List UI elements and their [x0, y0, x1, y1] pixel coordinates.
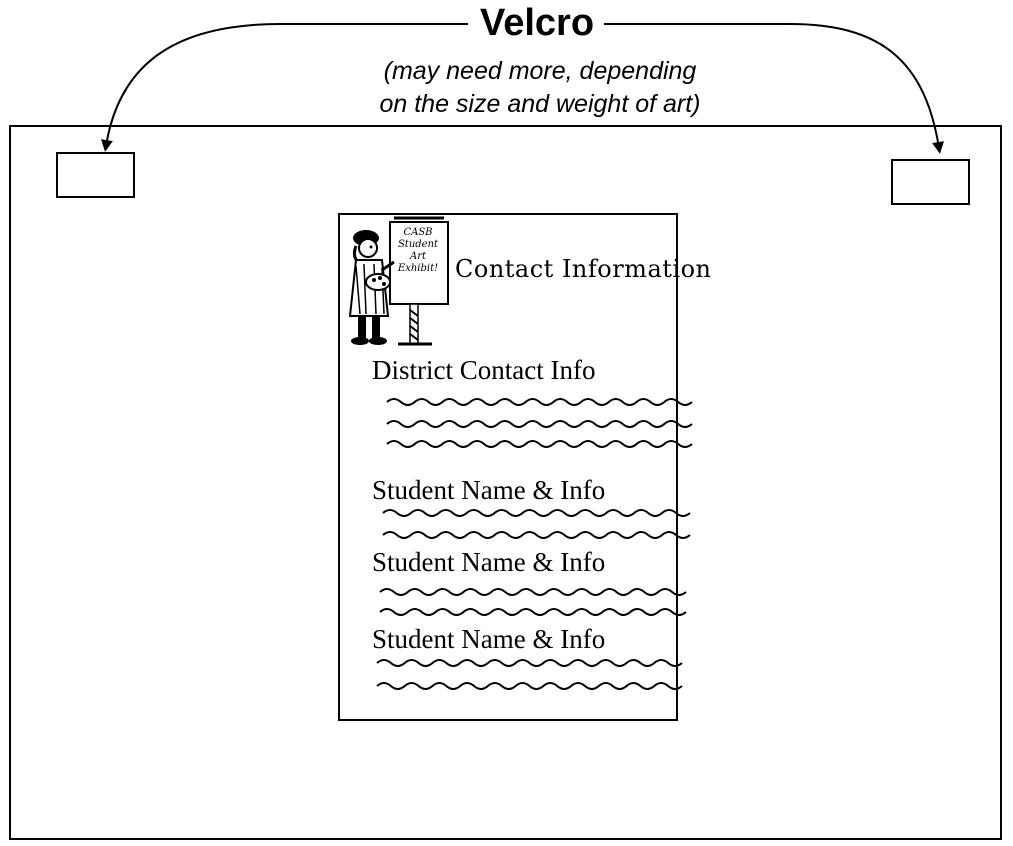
velcro-note-line-2: on the size and weight of art): [379, 90, 701, 118]
wavy-line: [376, 659, 683, 667]
easel-sign-line: Student: [397, 239, 439, 250]
student-entry: Student Name & Info: [372, 624, 606, 654]
easel-sign: CASB Student Art Exhibit!: [393, 227, 443, 275]
wavy-line: [386, 398, 693, 406]
wavy-line: [386, 420, 693, 428]
velcro-note-line-1: (may need more, depending: [383, 57, 697, 85]
easel-sign-line: CASB: [403, 227, 433, 238]
wavy-line: [379, 608, 687, 616]
student-entry: Student Name & Info: [372, 547, 606, 577]
velcro-label: Velcro: [479, 2, 595, 44]
right-connector-line: [604, 23, 944, 154]
district-contact-entry: District Contact Info: [372, 355, 596, 385]
wavy-line: [386, 440, 693, 448]
wavy-line: [382, 509, 691, 517]
easel-sign-line: Exhibit!: [397, 263, 439, 274]
display-board: [9, 125, 1002, 840]
velcro-pad-left: [56, 152, 135, 198]
easel-sign-line: Art: [409, 251, 427, 262]
wavy-line: [382, 531, 691, 539]
wavy-line: [376, 682, 683, 690]
student-entry: Student Name & Info: [372, 475, 606, 505]
artist-easel-icon: [348, 216, 449, 346]
left-connector-line: [101, 23, 468, 152]
card-title: Contact Information: [455, 255, 712, 283]
velcro-pad-right: [891, 159, 970, 205]
wavy-line: [379, 588, 687, 596]
